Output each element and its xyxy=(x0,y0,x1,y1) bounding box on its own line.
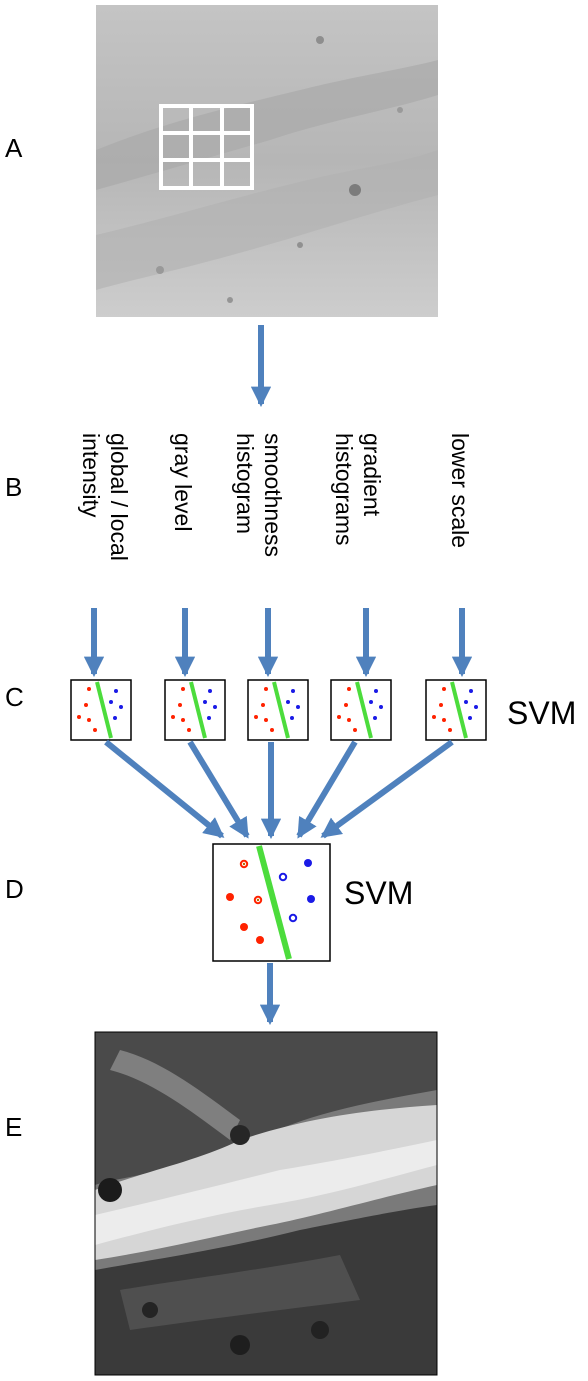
panel-label-d: D xyxy=(5,874,24,904)
svm-box-5 xyxy=(425,679,487,741)
svm-box-2 xyxy=(164,679,226,741)
arrows-c-to-d xyxy=(104,739,454,840)
svg-text:histogram: histogram xyxy=(232,433,258,534)
arrow-c-to-d-2 xyxy=(187,740,250,839)
feature-label-1: global / local intensity xyxy=(78,433,132,561)
svg-text:gradient: gradient xyxy=(359,433,385,517)
svg-text:smoothness: smoothness xyxy=(260,433,286,557)
svg-text:intensity: intensity xyxy=(78,433,104,518)
svm-box-1 xyxy=(70,679,132,741)
feature-label-5: lower scale xyxy=(447,433,473,548)
svm-box-3 xyxy=(247,679,309,741)
panel-label-e: E xyxy=(5,1112,22,1142)
svm-label-small: SVM xyxy=(507,695,576,731)
arrow-c-to-d-4 xyxy=(296,740,358,839)
svg-text:histograms: histograms xyxy=(331,433,357,545)
grid-overlay xyxy=(159,104,254,190)
panel-label-c: C xyxy=(5,682,24,712)
svg-text:global / local: global / local xyxy=(106,433,132,561)
arrows-b-to-c xyxy=(83,608,473,678)
svg-text:lower scale: lower scale xyxy=(447,433,473,548)
output-map xyxy=(94,1031,438,1376)
panel-label-a: A xyxy=(5,133,23,163)
feature-label-4: gradient histograms xyxy=(331,433,385,545)
svm-box-large xyxy=(212,843,331,962)
arrow-c-to-d-1 xyxy=(104,739,225,839)
microscopy-image xyxy=(96,5,438,317)
svm-box-4 xyxy=(330,679,392,741)
feature-label-3: smoothness histogram xyxy=(232,433,286,557)
arrow-c-to-d-5 xyxy=(320,739,454,839)
feature-label-2: gray level xyxy=(170,433,196,531)
svm-label-large: SVM xyxy=(344,875,413,911)
svg-text:gray level: gray level xyxy=(170,433,196,531)
panel-label-b: B xyxy=(5,472,22,502)
